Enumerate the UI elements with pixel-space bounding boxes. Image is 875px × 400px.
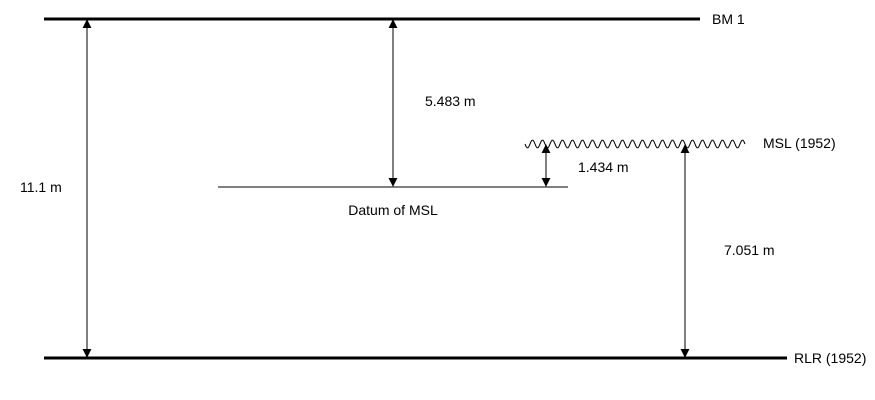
- bm1-rlr-measure: 11.1 m: [20, 179, 62, 195]
- bm1-datum-measure: 5.483 m: [425, 93, 476, 109]
- datum-msl-label: Datum of MSL: [348, 202, 438, 218]
- msl-wave-line: [524, 139, 746, 149]
- msl-label: MSL (1952): [763, 135, 836, 151]
- rlr-label: RLR (1952): [794, 350, 866, 366]
- datum-msl-measure: 1.434 m: [578, 159, 629, 175]
- msl-rlr-measure: 7.051 m: [724, 242, 775, 258]
- bm1-label: BM 1: [712, 11, 745, 27]
